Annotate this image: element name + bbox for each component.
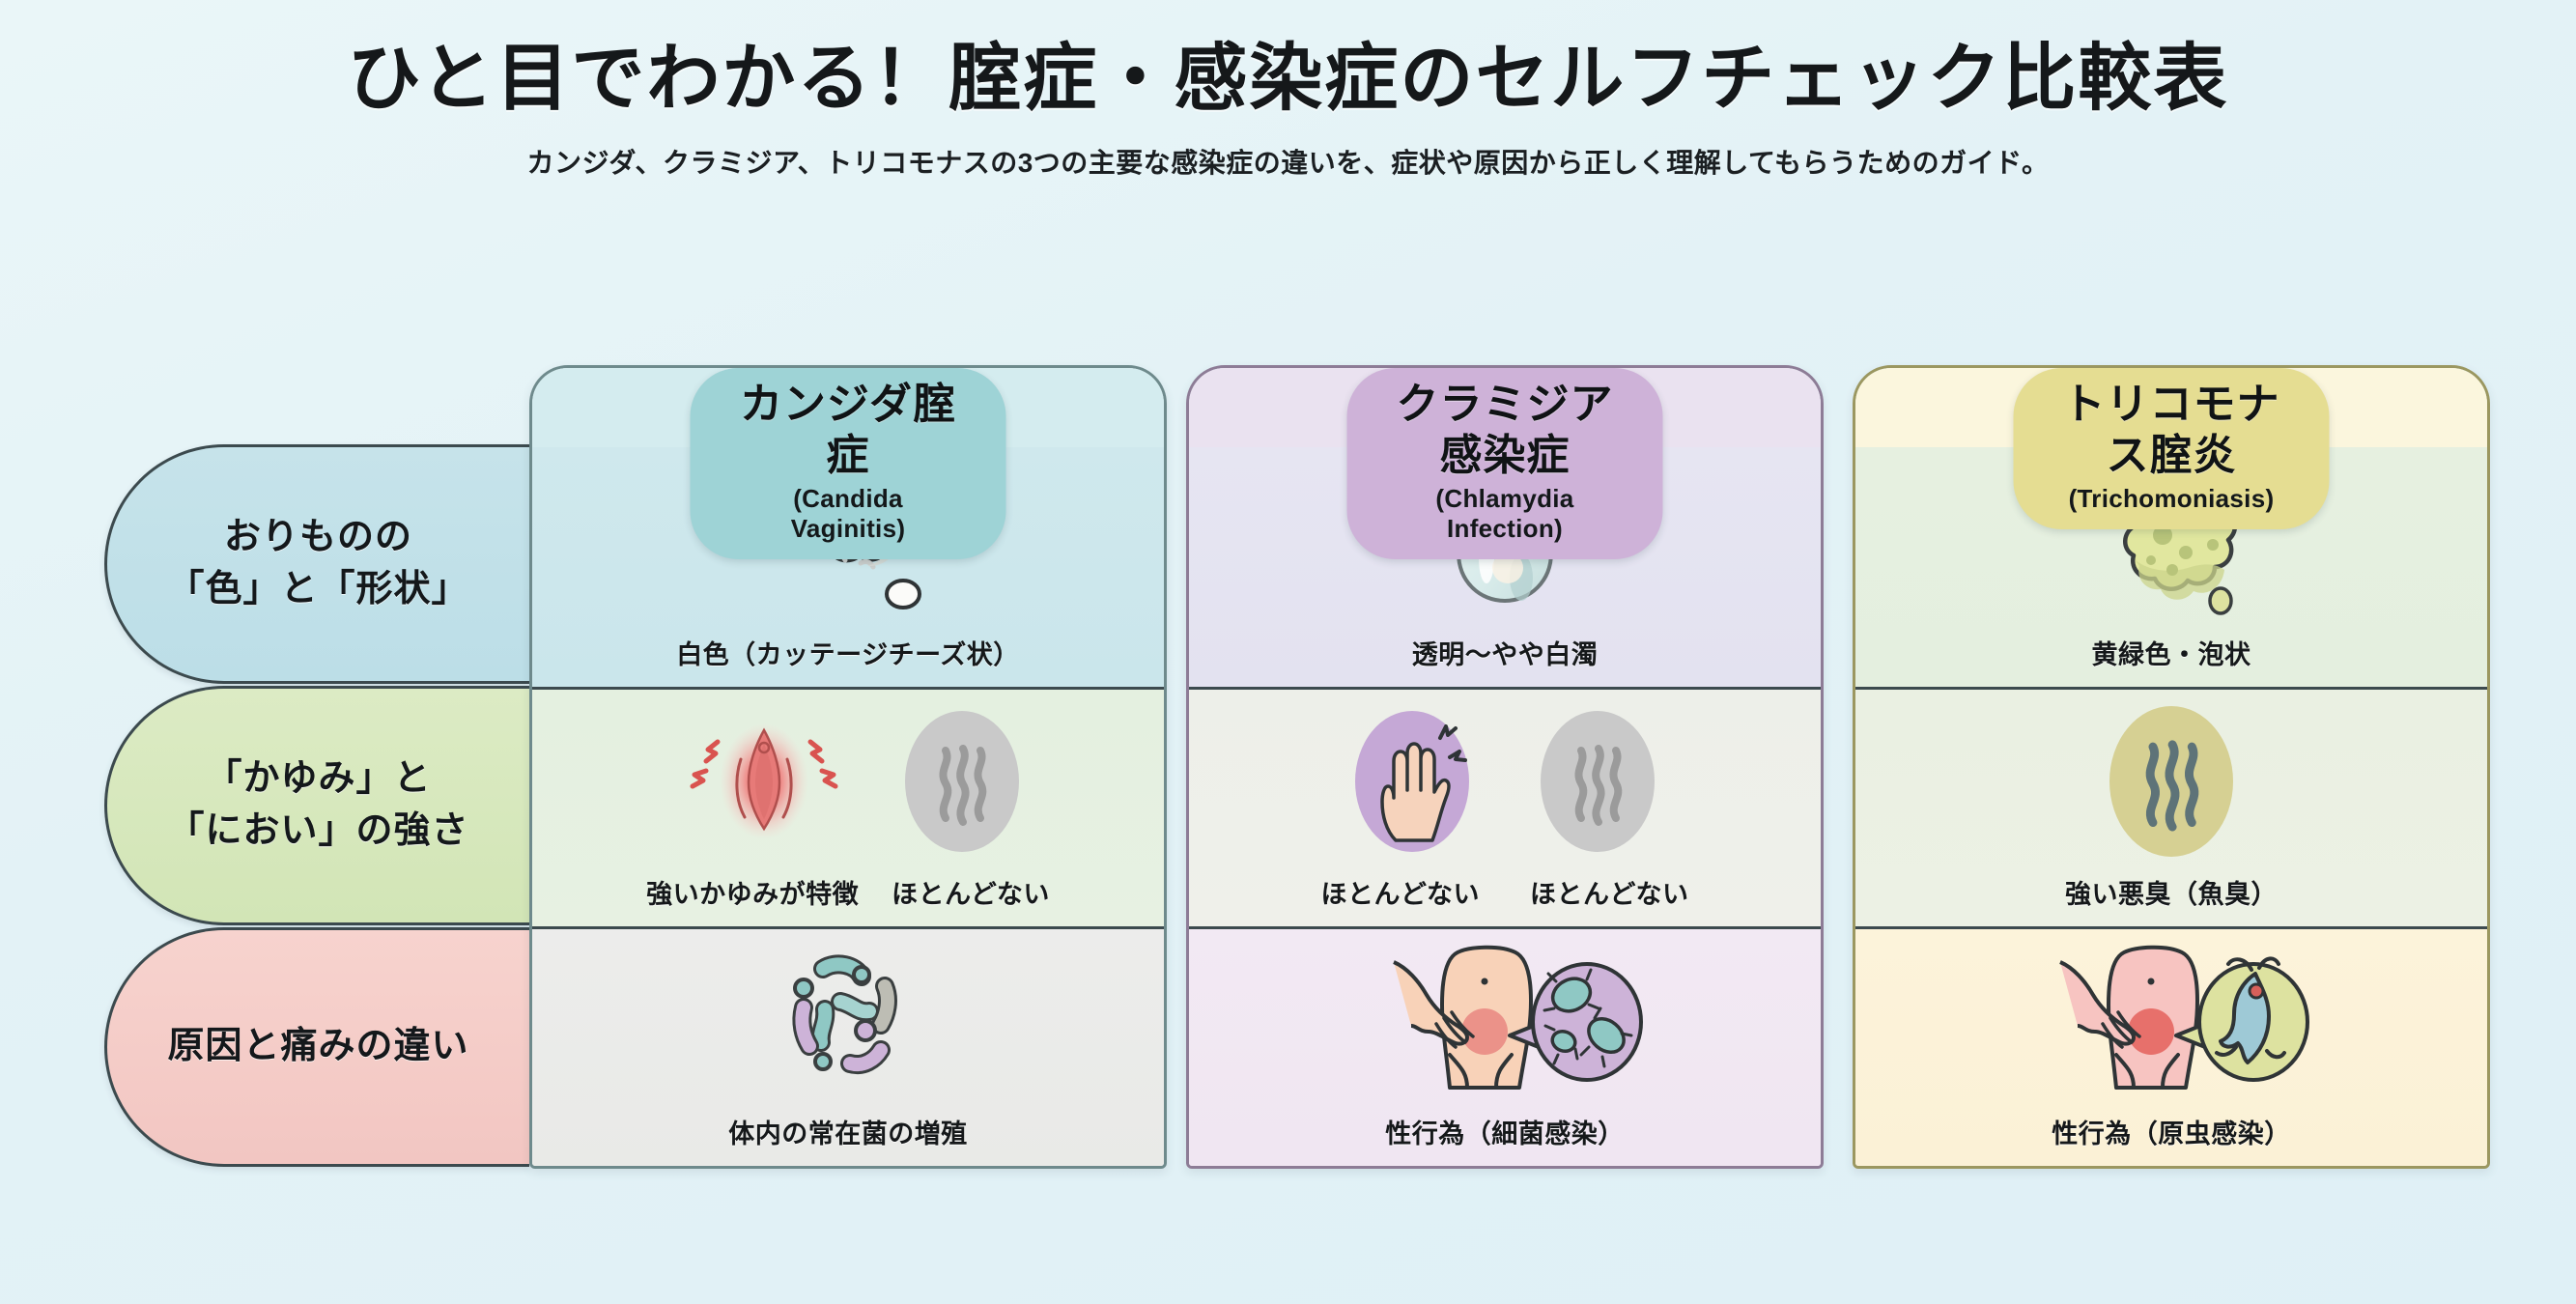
chlamydia-cause-captions: 性行為（細菌感染） [1189,1113,1821,1150]
caption: ほとんどない [892,880,1050,909]
candida-cause-captions: 体内の常在菌の増殖 [532,1113,1164,1150]
row-label-cause-pain: 原因と痛みの違い [104,927,529,1167]
caption: 白色（カッテージチーズ状） [676,640,1020,669]
odor-waves-icon [1541,711,1655,852]
candida-cause-art [532,929,1164,1113]
odor-waves-icon [2109,706,2233,857]
bacteria-cluster-icon [792,953,897,1074]
cell-chlamydia-discharge: 透明〜やや白濁 [1189,447,1821,687]
cell-chlamydia-itch-odor: ほとんどない ほとんどない [1189,687,1821,926]
caption: 強い悪臭（魚臭） [2065,880,2278,909]
comparison-table: おりものの 「色」と「形状」 「かゆみ」と 「におい」の強さ 原因と痛みの違い [0,290,2576,1207]
row-label-column: おりものの 「色」と「形状」 「かゆみ」と 「におい」の強さ 原因と痛みの違い [104,444,529,1167]
caption: ほとんどない [1530,880,1689,909]
odor-waves-icon [905,711,1019,852]
row-label-discharge: おりものの 「色」と「形状」 [104,444,529,684]
caption: 体内の常在菌の増殖 [728,1120,968,1148]
chlamydia-cause-art [1189,929,1821,1113]
candida-itch-captions: 強いかゆみが特徴 ほとんどない [532,873,1164,911]
column-header-trichomonas: トリコモナス腟炎 (Trichomoniasis) [2013,368,2330,529]
pelvic-pain-bacteria-icon [1393,945,1643,1090]
trichomonas-title-jp: トリコモナス腟炎 [2062,381,2280,479]
trichomonas-discharge-captions: 黄緑色・泡状 [1855,634,2487,671]
chlamydia-title-jp: クラミジア感染症 [1396,381,1614,479]
row-label-cause-line1: 原因と痛みの違い [167,1026,469,1067]
candida-title-en: (Candida Vaginitis) [790,483,906,543]
column-header-chlamydia: クラミジア感染症 (Chlamydia Infection) [1346,368,1663,559]
chlamydia-itch-captions: ほとんどない ほとんどない [1189,873,1821,911]
page-subtitle: カンジダ、クラミジア、トリコモナスの3つの主要な感染症の違いを、症状や原因から正… [526,148,2050,179]
cell-trichomonas-discharge: 黄緑色・泡状 [1855,447,2487,687]
hand-no-itch-icon [1355,711,1469,852]
column-chlamydia: 透明〜やや白濁 [1186,365,1824,1169]
infographic-header: ひと目でわかる！腟症・感染症のセルフチェック比較表 カンジダ、クラミジア、トリコ… [0,0,2576,181]
trichomonas-odor-art [1855,690,2487,873]
row-label-itch-odor: 「かゆみ」と 「におい」の強さ [104,686,529,925]
cell-trichomonas-cause: 性行為（原虫感染） [1855,926,2487,1166]
trichomonas-cause-captions: 性行為（原虫感染） [1855,1113,2487,1150]
chlamydia-discharge-captions: 透明〜やや白濁 [1189,634,1821,671]
row-label-itch-line1: 「かゆみ」と [205,758,432,800]
caption: 性行為（細菌感染） [1385,1120,1625,1148]
row-label-itch-line2: 「におい」の強さ [167,810,469,851]
caption: 強いかゆみが特徴 [646,880,860,909]
cell-trichomonas-itch-odor: 強い悪臭（魚臭） [1855,687,2487,926]
chlamydia-title-en: (Chlamydia Infection) [1435,483,1574,543]
cell-chlamydia-cause: 性行為（細菌感染） [1189,926,1821,1166]
pelvic-pain-protozoa-icon [2059,945,2309,1090]
cell-candida-cause: 体内の常在菌の増殖 [532,926,1164,1166]
column-trichomonas: 黄緑色・泡状 [1853,365,2490,1169]
cell-candida-itch-odor: 強いかゆみが特徴 ほとんどない [532,687,1164,926]
chlamydia-itch-art [1189,690,1821,873]
page-title: ひと目でわかる！腟症・感染症のセルフチェック比較表 [347,38,2229,120]
caption: 透明〜やや白濁 [1411,640,1599,669]
trichomonas-cause-art [1855,929,2487,1113]
row-label-discharge-line1: おりものの [223,517,412,558]
trichomonas-title-en: (Trichomoniasis) [2068,483,2275,513]
candida-discharge-captions: 白色（カッテージチーズ状） [532,634,1164,671]
caption: ほとんどない [1320,880,1480,909]
trichomonas-odor-captions: 強い悪臭（魚臭） [1855,873,2487,911]
row-label-discharge-line2: 「色」と「形状」 [167,569,469,609]
caption: 黄緑色・泡状 [2091,640,2251,669]
candida-title-jp: カンジダ腟症 [739,381,957,479]
caption: 性行為（原虫感染） [2052,1120,2291,1148]
candida-itch-art [532,690,1164,873]
column-header-candida: カンジダ腟症 (Candida Vaginitis) [690,368,1006,559]
irritated-vulva-icon [677,709,851,854]
column-candida: 白色（カッテージチーズ状） [529,365,1167,1169]
